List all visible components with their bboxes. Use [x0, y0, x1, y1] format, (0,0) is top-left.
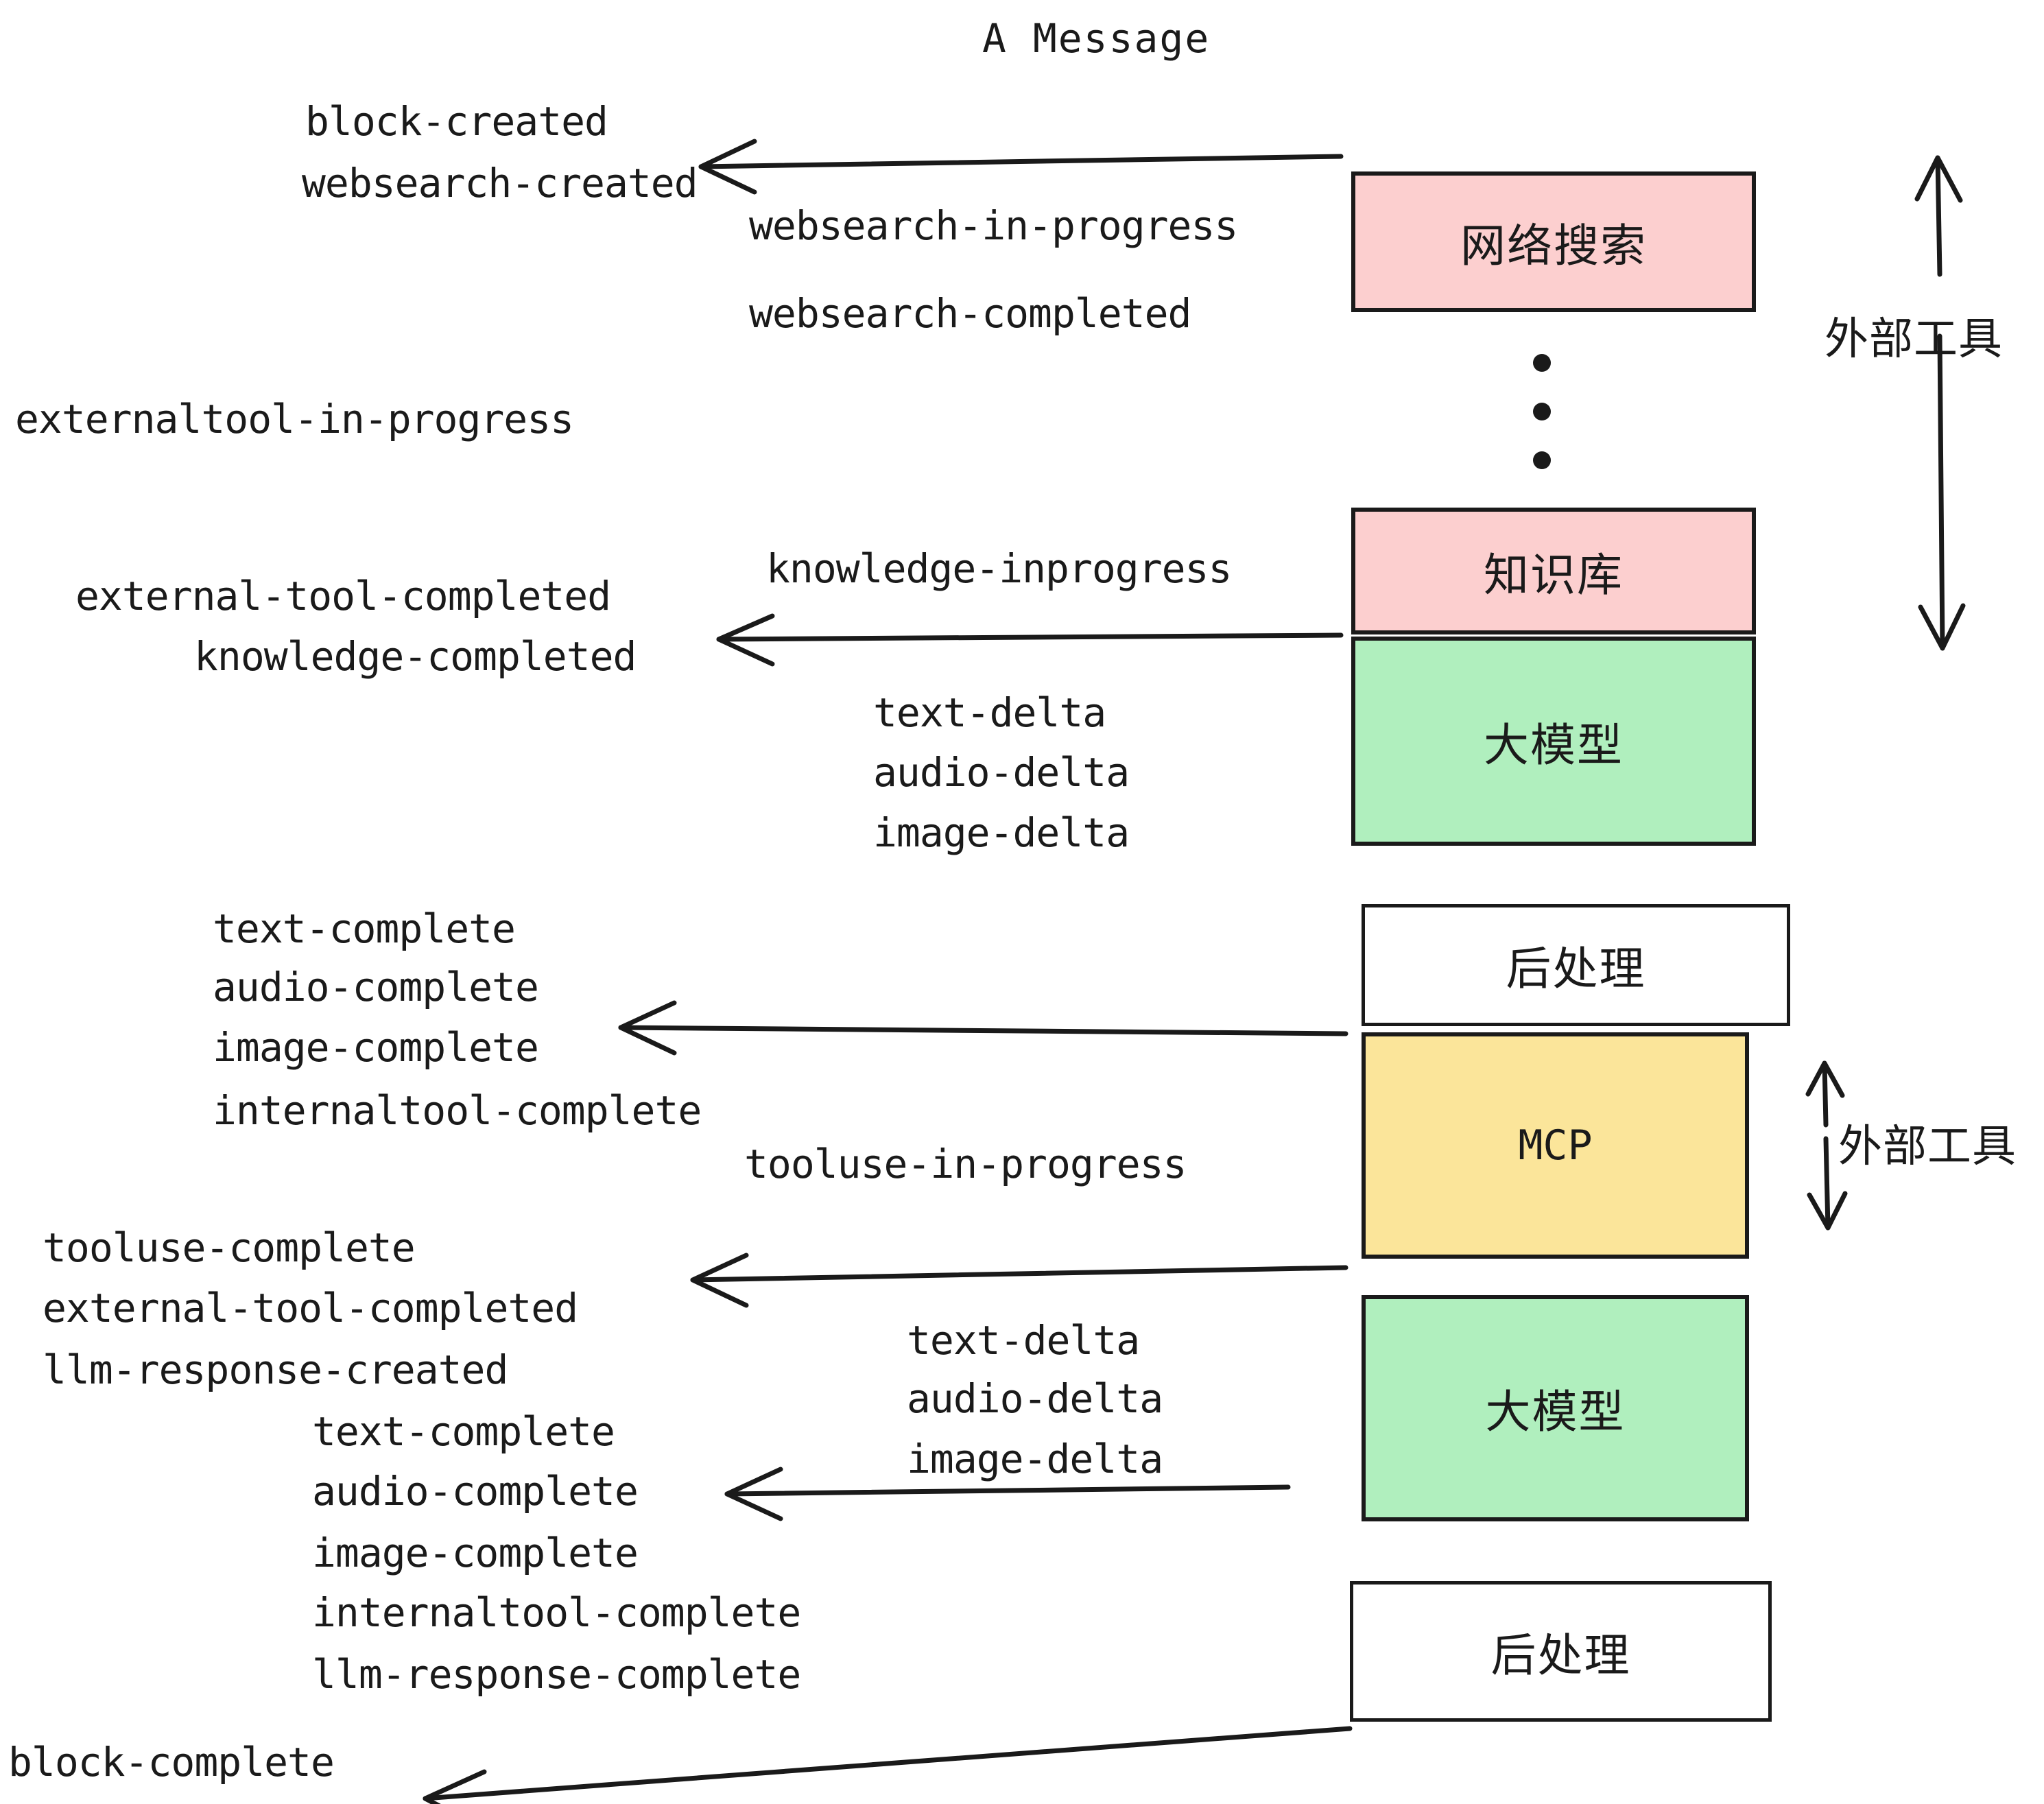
event-image-delta-first: image-delta [873, 809, 1130, 856]
node-llm-first-label: 大模型 [1484, 718, 1624, 772]
node-llm-first[interactable]: 大模型 [1351, 637, 1756, 846]
arrow-postprocess-to-image-complete [618, 1000, 1348, 1056]
event-knowledge-inprogress: knowledge-inprogress [766, 545, 1232, 592]
event-image-complete-first: image-complete [213, 1024, 539, 1071]
node-knowledge[interactable]: 知识库 [1351, 508, 1756, 634]
event-knowledge-completed: knowledge-completed [194, 633, 637, 680]
event-block-complete: block-complete [8, 1739, 335, 1785]
event-tooluse-complete: tooluse-complete [43, 1224, 416, 1271]
node-websearch-label: 网络搜索 [1460, 219, 1647, 272]
ellipsis-dot [1533, 403, 1551, 420]
event-internaltool-complete-second: internaltool-complete [312, 1589, 801, 1636]
event-block-created: block-created [305, 98, 608, 145]
page-title: A Message [982, 15, 1211, 62]
event-websearch-created: websearch-created [302, 160, 698, 206]
node-knowledge-label: 知识库 [1484, 548, 1624, 602]
arrow-postprocess-to-block-complete [423, 1726, 1353, 1804]
group-label-external-tool-mcp: 外部工具 [1838, 1121, 2017, 1172]
event-audio-delta-first: audio-delta [873, 749, 1130, 796]
event-text-complete-second: text-complete [312, 1408, 615, 1455]
event-external-tool-completed-second: external-tool-completed [43, 1285, 578, 1331]
event-tooluse-in-progress: tooluse-in-progress [744, 1141, 1187, 1187]
group-label-external-tool-top: 外部工具 [1825, 314, 2003, 365]
event-external-tool-completed-first: external-tool-completed [75, 573, 611, 619]
external-tool-range-arrow-top [1914, 155, 1966, 651]
event-llm-response-created: llm-response-created [43, 1346, 508, 1393]
event-text-delta-first: text-delta [873, 689, 1106, 736]
node-llm-second-label: 大模型 [1485, 1386, 1626, 1438]
event-websearch-in-progress: websearch-in-progress [749, 202, 1238, 249]
event-audio-complete-second: audio-complete [312, 1468, 639, 1515]
event-externaltool-in-progress: externaltool-in-progress [15, 396, 574, 442]
event-text-delta-second: text-delta [907, 1317, 1140, 1364]
node-mcp[interactable]: MCP [1362, 1032, 1749, 1259]
node-postprocess-second[interactable]: 后处理 [1350, 1581, 1772, 1722]
node-postprocess-first[interactable]: 后处理 [1362, 904, 1790, 1026]
event-internaltool-complete-first: internaltool-complete [213, 1087, 702, 1134]
arrow-mcp-to-tooluse-complete [690, 1253, 1348, 1308]
event-image-complete-second: image-complete [312, 1530, 639, 1576]
event-audio-delta-second: audio-delta [907, 1375, 1163, 1422]
event-llm-response-complete: llm-response-complete [312, 1651, 801, 1698]
ellipsis-dot [1533, 451, 1551, 469]
arrow-websearch-to-block-created [698, 139, 1344, 195]
event-image-delta-second: image-delta [907, 1436, 1163, 1482]
event-websearch-completed: websearch-completed [749, 290, 1191, 337]
ellipsis-dot [1533, 354, 1551, 372]
node-postprocess-first-label: 后处理 [1506, 942, 1646, 995]
node-postprocess-second-label: 后处理 [1490, 1628, 1631, 1682]
node-mcp-label: MCP [1518, 1121, 1593, 1170]
node-llm-second[interactable]: 大模型 [1362, 1295, 1749, 1521]
node-websearch[interactable]: 网络搜索 [1351, 171, 1756, 312]
event-text-complete-first: text-complete [213, 905, 516, 952]
arrow-knowledge-to-knowledge-completed [716, 613, 1344, 667]
event-audio-complete-first: audio-complete [213, 964, 539, 1010]
